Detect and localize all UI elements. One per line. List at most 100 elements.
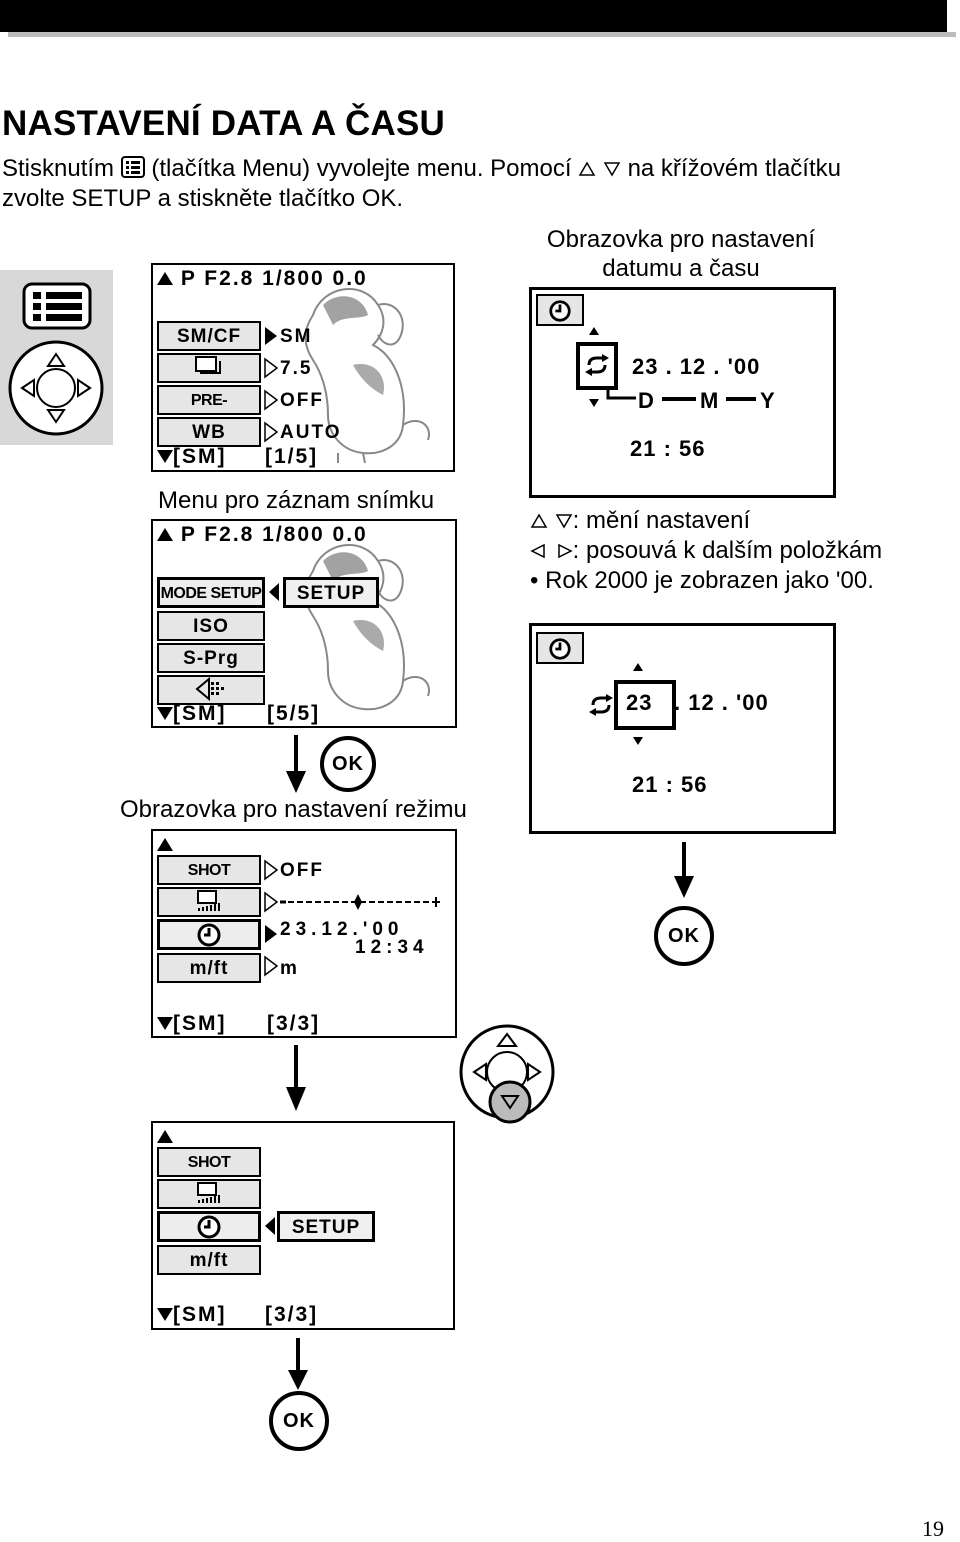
- note-updown: : mění nastavení: [572, 507, 751, 534]
- ok-button[interactable]: OK: [269, 1391, 329, 1451]
- scroll-up-icon: [157, 528, 173, 541]
- tab-s-prg[interactable]: S-Prg: [157, 643, 265, 673]
- tab-wb[interactable]: WB: [157, 417, 261, 447]
- intro-part3: na křížovém tlačítku: [627, 155, 841, 182]
- scroll-down-icon: [157, 1017, 173, 1030]
- control-panel: [0, 270, 113, 445]
- tab-shot-cancel[interactable]: SHOT CANCEL: [157, 1147, 261, 1199]
- intro-line2: zvolte SETUP a stiskněte tlačítko OK.: [2, 185, 404, 212]
- tab-brightness[interactable]: [157, 887, 261, 917]
- page-indicator: [5/5]: [267, 702, 321, 725]
- order-selector-box[interactable]: [576, 342, 618, 390]
- tab-sharpness[interactable]: [157, 675, 265, 705]
- clock-icon: [549, 638, 571, 660]
- caption-record-menu: Menu pro záznam snímku: [158, 487, 435, 514]
- down-arrow-icon: [674, 842, 694, 898]
- tab-shot-cancel[interactable]: SHOT CANCEL: [157, 855, 261, 907]
- value-wb: AUTO: [280, 422, 342, 443]
- clock-tab: [536, 294, 584, 326]
- day-selector-box[interactable]: [614, 680, 676, 730]
- tab-clock[interactable]: [157, 1211, 261, 1242]
- order-m: M: [700, 388, 720, 413]
- order-dash: [662, 397, 696, 401]
- time-value: 21 : 56: [630, 436, 706, 461]
- selection-arrow-left-icon: [269, 583, 279, 601]
- tab-pre-capture[interactable]: PRE-CAPTURE: [157, 385, 261, 437]
- note-leftright: : posouvá k dalším položkám: [572, 537, 883, 564]
- lcd-screen-mode-1: SHOT CANCEL m/ft OFF 23.12.'00 12:34 m […: [151, 829, 457, 1038]
- lcd-brightness-icon: [197, 1182, 220, 1203]
- menu-button-icon: [120, 156, 145, 178]
- scroll-down-icon: [157, 707, 173, 720]
- page-indicator: [3/3]: [267, 1012, 321, 1035]
- header-bar: [0, 0, 947, 32]
- value-shot-cancel: OFF: [280, 860, 324, 881]
- ok-button[interactable]: OK: [654, 906, 714, 966]
- page-indicator: [3/3]: [265, 1303, 319, 1326]
- drive-mode-icon: [195, 356, 221, 374]
- notes: : mění nastavení : posouvá k dalším polo…: [530, 506, 950, 596]
- page-title: NASTAVENÍ DATA A ČASU: [2, 104, 445, 143]
- up-triangle-icon: [530, 513, 548, 528]
- lcd-screen-menu-1: P F2.8 1/800 0.0 SM/CF PRE-CAPTURE WB SM…: [151, 263, 455, 472]
- tab-drive[interactable]: [157, 353, 261, 383]
- menu-button-icon: [8, 282, 104, 436]
- scroll-up-icon: [157, 838, 173, 851]
- scroll-up-icon: [157, 1130, 173, 1143]
- swap-order-icon: [585, 354, 609, 376]
- value-time: 12:34: [355, 937, 429, 958]
- lcd-screen-menu-2: P F2.8 1/800 0.0 MODE SETUP SETUP ISO S-…: [151, 519, 457, 728]
- quality-indicator: [SM]: [173, 702, 227, 725]
- shooting-info: P F2.8 1/800 0.0: [180, 523, 368, 546]
- tab-m-ft[interactable]: m/ft: [157, 953, 261, 983]
- clock-icon: [197, 1215, 221, 1239]
- value-m-ft: m: [280, 958, 299, 979]
- selection-arrows: [264, 327, 279, 443]
- selection-arrows: [264, 859, 279, 977]
- dog-illustration: [304, 288, 430, 464]
- intro-part2: (tlačítka Menu) vyvolejte menu. Pomocí: [151, 155, 572, 182]
- date-rest-value: . 12 . '00: [674, 690, 769, 715]
- tab-mode-setup[interactable]: MODE SETUP: [157, 577, 265, 608]
- order-d: D: [638, 388, 655, 413]
- quality-indicator: [SM]: [173, 1303, 227, 1326]
- setup-value-box[interactable]: SETUP: [283, 577, 379, 608]
- lcd-datetime-screen-1: 23 . 12 . '00 D M Y 21 : 56: [529, 287, 836, 498]
- intro-text: Stisknutím (tlačítka Menu) vyvolejte men…: [2, 154, 942, 214]
- clock-icon: [549, 300, 571, 322]
- lcd-brightness-icon: [197, 890, 220, 911]
- lcd-screen-mode-2: SHOT CANCEL SETUP m/ft [SM] [3/3]: [151, 1121, 455, 1330]
- shooting-info: P F2.8 1/800 0.0: [180, 267, 368, 290]
- order-dash: [726, 397, 756, 401]
- setup-value-box[interactable]: SETUP: [277, 1211, 375, 1242]
- caption-mode-screen: Obrazovka pro nastavení režimu: [120, 796, 467, 823]
- note-year: • Rok 2000 je zobrazen jako '00.: [530, 567, 874, 594]
- down-arrow-icon: [286, 735, 306, 793]
- down-arrow-icon: [288, 1338, 308, 1390]
- tab-sm-cf[interactable]: SM/CF: [157, 321, 261, 351]
- value-sm: SM: [280, 326, 313, 347]
- cross-key-down-pressed-icon[interactable]: [458, 1022, 556, 1124]
- intro-part1: Stisknutím: [2, 155, 115, 182]
- right-triangle-icon: [557, 543, 573, 559]
- ok-button[interactable]: OK: [320, 736, 376, 792]
- tab-brightness[interactable]: [157, 1179, 261, 1209]
- down-arrow-icon: [286, 1045, 306, 1111]
- clock-tab: [536, 632, 584, 664]
- tab-m-ft[interactable]: m/ft: [157, 1245, 261, 1275]
- sharpness-icon: [195, 676, 224, 702]
- date-value: 23 . 12 . '00: [632, 354, 761, 379]
- clock-icon: [197, 923, 221, 947]
- down-triangle-icon: [555, 514, 572, 529]
- adjust-down-icon: [633, 737, 643, 745]
- tab-clock[interactable]: [157, 919, 261, 950]
- page-indicator: [1/5]: [265, 445, 319, 468]
- swap-order-icon: [589, 694, 613, 716]
- adjust-down-icon: [589, 399, 599, 407]
- caption-datetime-screen: Obrazovka pro nastavení datumu a času: [546, 226, 816, 282]
- date-order-connector: [606, 388, 636, 400]
- tab-iso[interactable]: ISO: [157, 611, 265, 641]
- value-drive: 7.5: [280, 358, 313, 379]
- selection-arrow-left-icon: [265, 1217, 275, 1235]
- adjust-up-icon: [633, 663, 643, 671]
